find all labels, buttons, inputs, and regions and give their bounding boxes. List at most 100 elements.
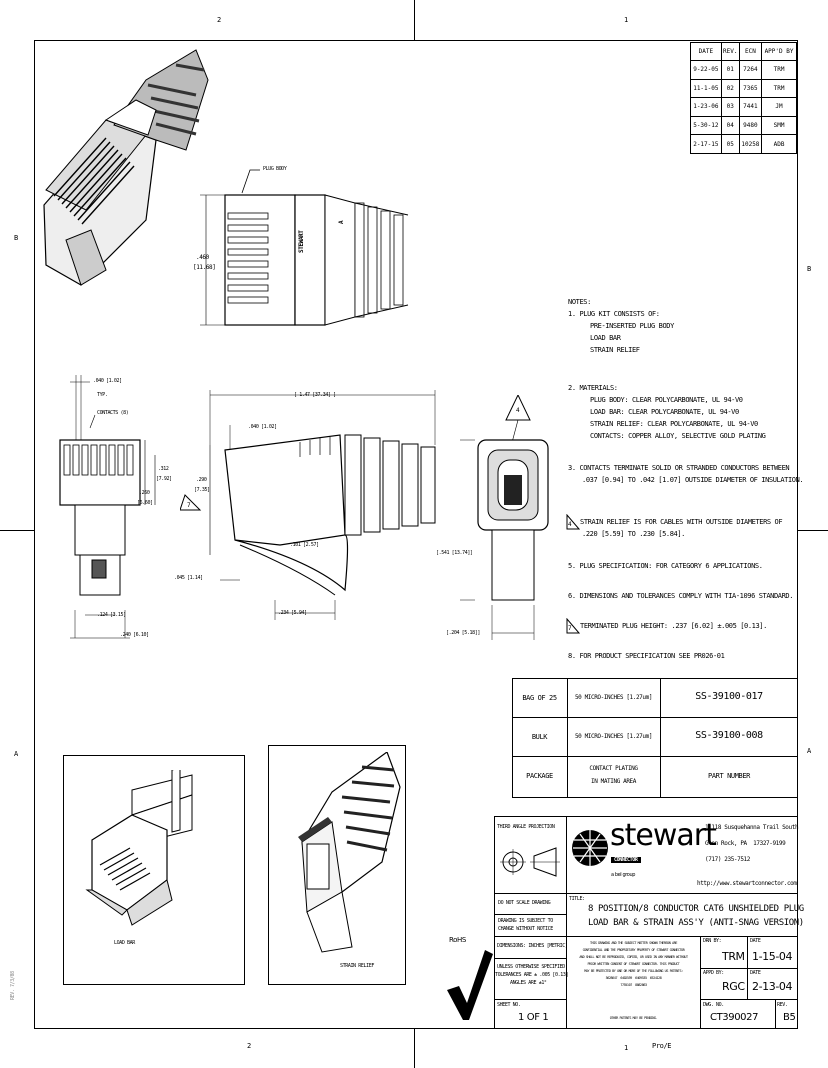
- parts-header-plating-1: CONTACT PLATING: [589, 765, 638, 772]
- note-6: 6. DIMENSIONS AND TOLERANCES COMPLY WITH…: [568, 592, 794, 600]
- rev-cell: 5-30-12: [690, 115, 722, 136]
- dimensions-note: DIMENSIONS: INCHES [METRIC]: [497, 943, 568, 949]
- rev-cell: 1-23-06: [690, 97, 722, 117]
- title-block-divider: [775, 999, 776, 1029]
- zone-left-B: B: [14, 234, 18, 242]
- plug-end-view: [460, 395, 549, 640]
- dim-541: [.541 [13.74]]: [436, 550, 473, 556]
- dim-290-mm: [7.35]: [194, 487, 210, 493]
- rev-header-date: DATE: [690, 42, 722, 61]
- rev-header-ecn: ECN: [738, 42, 763, 61]
- note-4b: .220 [5.59] TO .230 [5.84].: [582, 530, 685, 538]
- dim-312: .312: [158, 466, 169, 472]
- stewart-logo-icon: [572, 830, 608, 866]
- rev-cell: SMM: [761, 115, 797, 136]
- zone-right-B: B: [807, 265, 811, 273]
- rev-cell: 7365: [738, 78, 763, 99]
- subject-note-2: CHANGE WITHOUT NOTICE: [498, 926, 553, 932]
- parts-row-package: BAG OF 25: [522, 694, 557, 702]
- parts-row-plating: 50 MICRO-INCHES [1.27um]: [574, 694, 653, 701]
- rev-cell: 7264: [738, 60, 763, 80]
- title-block-divider: [700, 936, 701, 1029]
- note-4a: STRAIN RELIEF IS FOR CABLES WITH OUTSIDE…: [580, 518, 783, 526]
- legal-7: 7755107 8082863: [620, 983, 647, 987]
- rev-cell: 7441: [738, 97, 763, 117]
- rev-cell: 02: [720, 78, 740, 99]
- parts-table-divider: [660, 678, 661, 798]
- rev-cell: 9480: [738, 115, 763, 136]
- parts-row-package: BULK: [531, 733, 548, 741]
- approved-by: RGC: [722, 980, 745, 993]
- note-2: 2. MATERIALS:: [568, 384, 618, 392]
- drawn-by: TRM: [722, 950, 745, 963]
- rev-cell: 2-17-15: [690, 134, 722, 154]
- third-angle-projection-icon: [500, 847, 560, 877]
- zone-right-A: A: [807, 747, 811, 755]
- note-4-triangle-icon: [566, 514, 580, 530]
- drawn-date: 1-15-04: [752, 950, 793, 963]
- stewart-mark: STEWART: [298, 230, 305, 254]
- dim-typ: TYP.: [97, 392, 108, 398]
- note-7: TERMINATED PLUG HEIGHT: .237 [6.02] ±.00…: [580, 622, 767, 630]
- note-2d: CONTACTS: COPPER ALLOY, SELECTIVE GOLD P…: [590, 432, 766, 440]
- dim-pitch: .040 [1.02]: [93, 378, 122, 384]
- plug-isometric-drawing: [43, 49, 209, 286]
- strain-relief-drawing: [298, 752, 401, 953]
- rev-cell: ADB: [761, 134, 797, 154]
- tolerance-2: TOLERANCES ARE ± .005 [0.13]: [495, 972, 569, 978]
- note-3b: .037 [0.94] TO .042 [1.07] OUTSIDE DIAME…: [582, 476, 804, 484]
- note-4-flag-end-view: 4: [516, 407, 520, 414]
- no-scale-note: DO NOT SCALE DRAWING: [498, 900, 551, 906]
- rev-cell: 05: [720, 134, 740, 154]
- rev-cell: 11-1-05: [690, 78, 722, 99]
- dim-240: .240 [6.10]: [120, 632, 149, 638]
- approved-by-label: APPD BY:: [703, 970, 724, 976]
- drawing-title-2: LOAD BAR & STRAIN ASS'Y (ANTI-SNAG VERSI…: [588, 918, 804, 928]
- website-link[interactable]: http://www.stewartconnector.com: [697, 880, 797, 887]
- legal-3: AND SHALL NOT BE REPRODUCED, COPIED, OR …: [579, 955, 688, 959]
- dim-height-mm: [11.68]: [193, 264, 216, 271]
- title-block-divider: [494, 958, 566, 959]
- sheet-label: SHEET NO.: [497, 1002, 521, 1008]
- note-7-triangle-icon: [566, 618, 580, 634]
- drawn-date-label: DATE: [750, 938, 761, 944]
- zone-tick-bottom: [414, 1029, 415, 1068]
- dim-124: .124 [3.15]: [97, 612, 126, 618]
- rev-cell: 03: [720, 97, 740, 117]
- notes-title: NOTES:: [568, 298, 591, 306]
- legal-5: MAY BE PROTECTED BY ONE OR MORE OF THE F…: [584, 969, 683, 973]
- stewart-logo-group: a bel group: [611, 872, 636, 878]
- zone-bottom-1: 1: [624, 1044, 628, 1052]
- note-2c: STRAIN RELIEF: CLEAR POLYCARBONATE, UL 9…: [590, 420, 758, 428]
- parts-table-divider: [567, 678, 568, 798]
- parts-header-package: PACKAGE: [526, 772, 553, 780]
- rohs-label: RoHS: [449, 936, 466, 944]
- title-block: [494, 816, 798, 1029]
- zone-tick-top: [414, 0, 415, 40]
- note-1: 1. PLUG KIT CONSISTS OF:: [568, 310, 660, 318]
- note-1b: LOAD BAR: [590, 334, 621, 342]
- parts-header-plating-2: IN MATING AREA: [591, 778, 636, 785]
- strain-relief-label: STRAIN RELIEF: [340, 963, 374, 969]
- title-block-divider: [494, 893, 798, 894]
- title-block-divider: [700, 999, 798, 1000]
- rev-cell: 9-22-05: [690, 60, 722, 80]
- approved-date: 2-13-04: [752, 980, 793, 993]
- drawing-title-1: 8 POSITION/8 CONDUCTOR CAT6 UNSHIELDED P…: [588, 904, 804, 914]
- parts-table: [512, 678, 798, 798]
- rev-header-appd: APP'D BY: [761, 42, 797, 61]
- zone-top-1: 1: [624, 16, 628, 24]
- rev-label: REV.: [777, 1002, 788, 1008]
- dim-045: .045 [1.14]: [174, 575, 203, 581]
- zone-left-A: A: [14, 750, 18, 758]
- load-bar-drawing: [85, 770, 193, 926]
- tolerance-3: ANGLES ARE ±1°: [510, 980, 547, 986]
- plug-front-view: [59, 375, 156, 639]
- load-bar-view: [63, 755, 245, 985]
- zone-tick-right: [798, 530, 828, 531]
- title-block-divider: [494, 936, 798, 937]
- dim-234: .234 [5.94]: [278, 610, 307, 616]
- rev-cell: 01: [720, 60, 740, 80]
- dim-pitch-2: .040 [1.02]: [248, 424, 277, 430]
- revision: B5: [783, 1012, 796, 1023]
